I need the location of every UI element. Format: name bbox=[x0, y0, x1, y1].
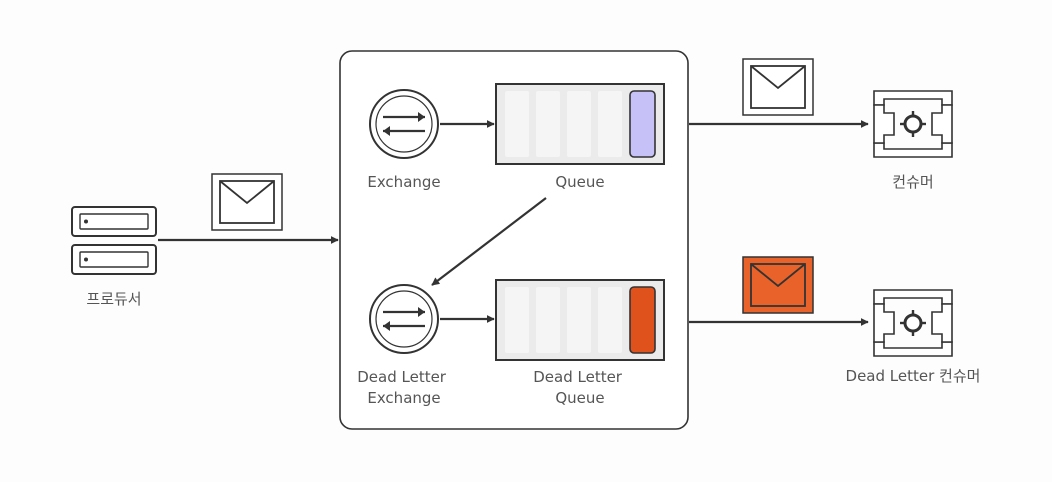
dead-letter-consumer-label: Dead Letter 컨슈머 bbox=[846, 367, 981, 385]
dead-letter-exchange-label-line1: Dead Letter bbox=[357, 368, 447, 386]
dead-letter-consumer-icon bbox=[873, 289, 953, 357]
dead-letter-queue-label-line2: Queue bbox=[555, 389, 604, 407]
producer-icon bbox=[71, 206, 157, 275]
queue-message-slot bbox=[629, 90, 656, 158]
consumer-message-envelope-icon bbox=[742, 58, 814, 116]
consumer-icon bbox=[873, 90, 953, 158]
exchange-icon bbox=[369, 89, 439, 159]
dead-letter-queue-label: Dead Letter Queue bbox=[533, 368, 627, 407]
dead-letter-queue-label-line1: Dead Letter bbox=[533, 368, 623, 386]
queue-icon bbox=[495, 83, 665, 165]
dead-letter-exchange-label-line2: Exchange bbox=[367, 389, 440, 407]
dead-letter-queue-icon bbox=[495, 279, 665, 361]
dead-letter-message-envelope-icon bbox=[742, 256, 814, 314]
dead-letter-exchange-icon bbox=[369, 284, 439, 354]
producer-label: 프로듀서 bbox=[86, 290, 141, 308]
dead-letter-exchange-label: Dead Letter Exchange bbox=[357, 368, 451, 407]
dead-letter-queue-message-slot bbox=[629, 286, 656, 354]
producer-message-envelope-icon bbox=[211, 173, 283, 231]
consumer-label: 컨슈머 bbox=[892, 173, 933, 191]
exchange-label: Exchange bbox=[367, 173, 440, 191]
queue-to-dead-letter-exchange-arrow bbox=[431, 197, 547, 286]
queue-label: Queue bbox=[555, 173, 604, 191]
